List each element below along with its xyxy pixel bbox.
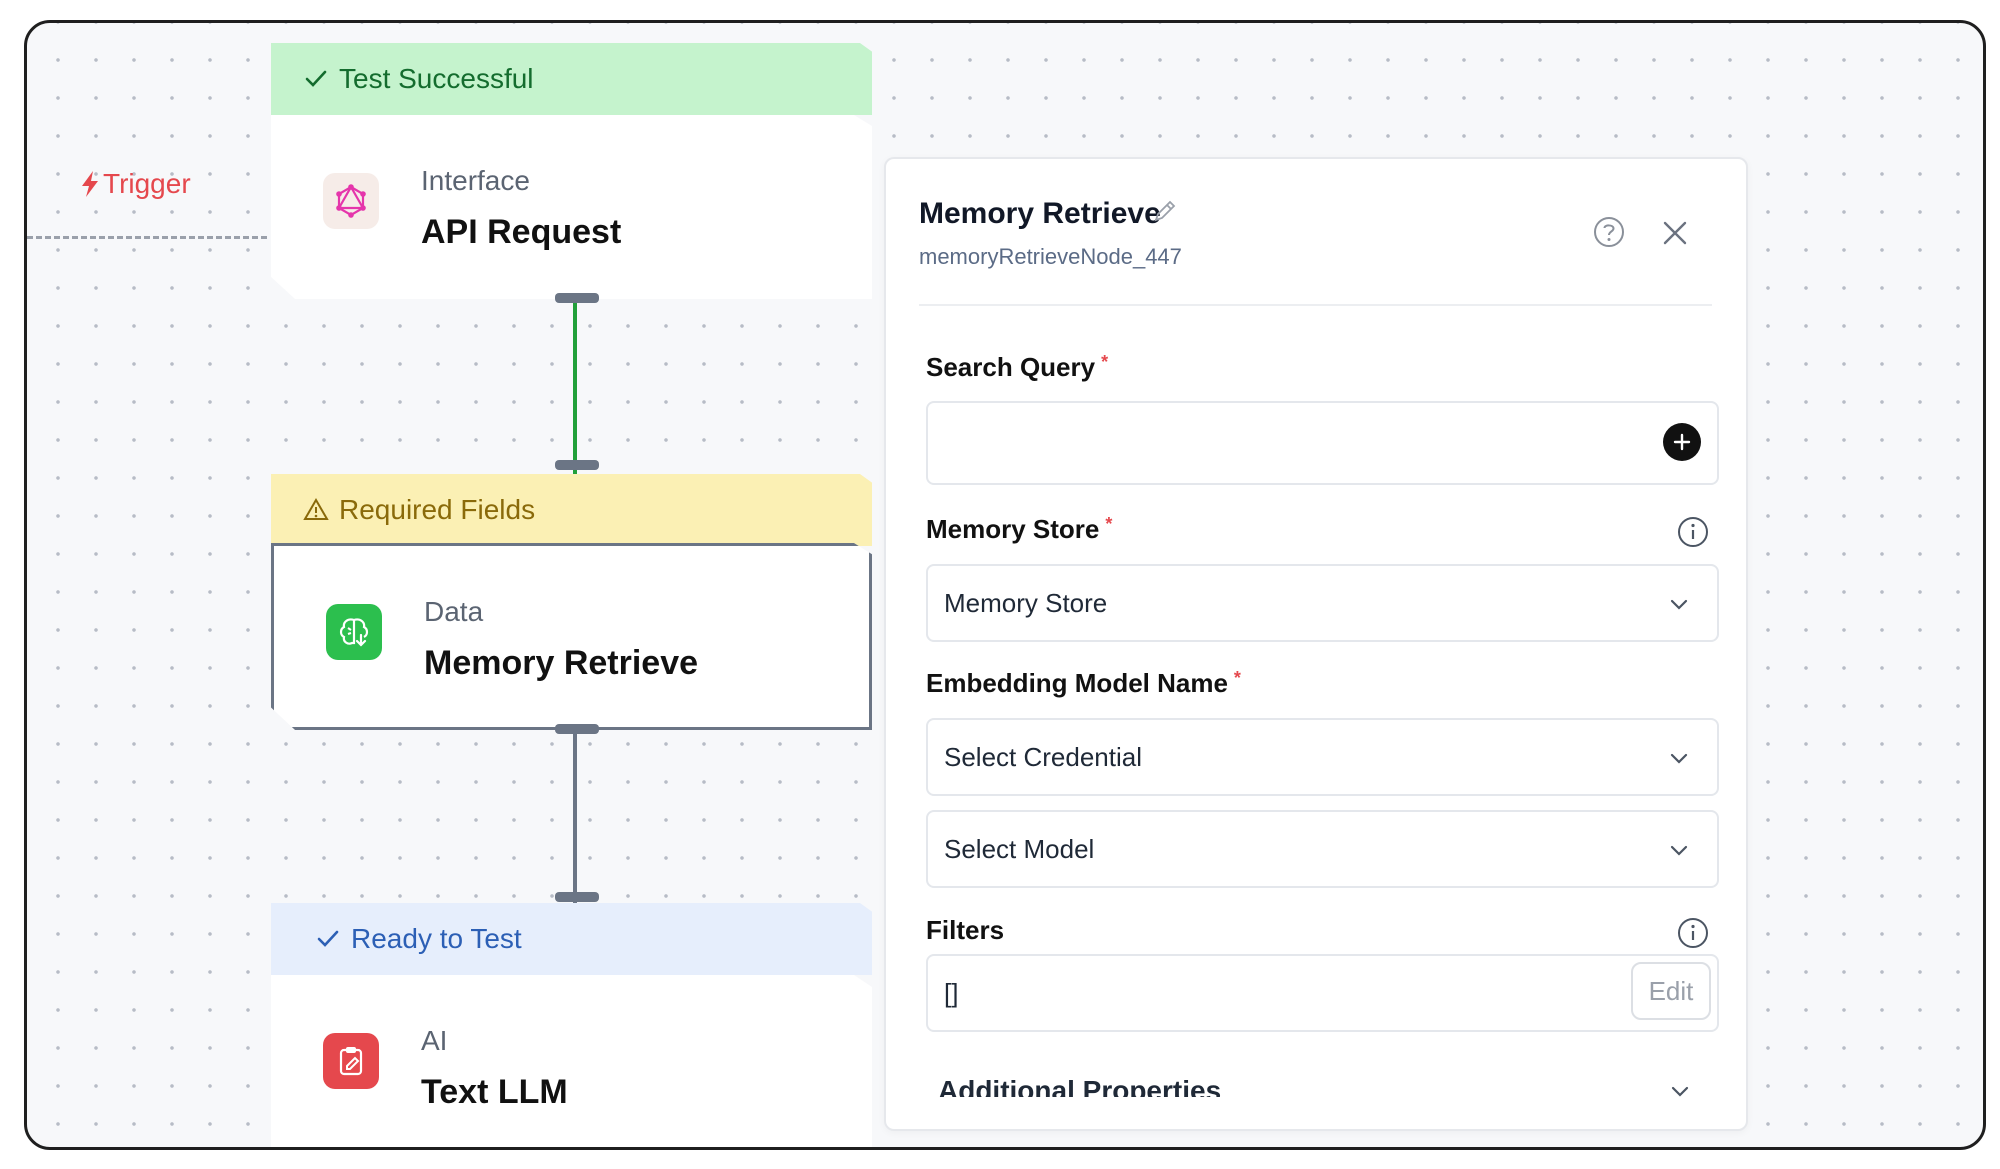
- plus-icon: [1673, 433, 1691, 451]
- node-category: AI: [421, 1025, 448, 1056]
- check-icon: [305, 70, 327, 87]
- chevron-down-icon: [1670, 753, 1688, 764]
- input-port[interactable]: [555, 892, 599, 902]
- node-memory-retrieve[interactable]: Data Memory Retrieve: [271, 543, 872, 730]
- chevron-down-icon: [1670, 845, 1688, 856]
- memory-store-select[interactable]: Memory Store: [926, 564, 1719, 642]
- node-status-warning: Required Fields: [271, 474, 872, 546]
- trigger-text: Trigger: [103, 168, 191, 199]
- edit-filters-button[interactable]: Edit: [1631, 962, 1711, 1020]
- panel-divider: [919, 304, 1712, 306]
- brain-icon: [326, 604, 382, 660]
- output-port[interactable]: [555, 724, 599, 734]
- node-status-ready: Ready to Test: [271, 903, 872, 975]
- node-text-llm[interactable]: AI Text LLM: [271, 975, 872, 1147]
- info-icon[interactable]: [1676, 916, 1710, 950]
- workflow-canvas[interactable]: Trigger Test Successful Interface API Re…: [24, 20, 1986, 1150]
- info-icon[interactable]: [1676, 515, 1710, 549]
- node-title: Text LLM: [421, 1073, 568, 1111]
- warning-icon: [303, 498, 329, 520]
- close-icon[interactable]: [1661, 219, 1689, 247]
- lightning-icon: [82, 171, 98, 197]
- node-status-text: Required Fields: [339, 494, 536, 525]
- input-port[interactable]: [555, 460, 599, 470]
- node-category: Interface: [421, 165, 530, 196]
- embedding-model-label: Embedding Model Name*: [926, 668, 1241, 698]
- node-title: API Request: [421, 213, 622, 251]
- filters-input[interactable]: [] Edit: [926, 954, 1719, 1032]
- chevron-down-icon: [1670, 599, 1688, 610]
- trigger-label[interactable]: Trigger: [79, 168, 191, 200]
- node-title: Memory Retrieve: [424, 644, 699, 682]
- add-variable-button[interactable]: [1663, 423, 1701, 461]
- node-status-text: Ready to Test: [351, 923, 522, 954]
- additional-properties-label: Additional Properties: [938, 1075, 1222, 1097]
- filters-label: Filters: [926, 915, 1005, 945]
- help-icon[interactable]: [1592, 215, 1626, 249]
- connector-line: [573, 734, 577, 912]
- credential-select[interactable]: Select Credential: [926, 718, 1719, 796]
- trigger-connector: [27, 236, 267, 239]
- search-query-label: Search Query*: [926, 352, 1109, 382]
- clipboard-edit-icon: [323, 1033, 379, 1089]
- additional-properties-section[interactable]: Additional Properties: [938, 1075, 1718, 1097]
- node-category: Data: [424, 596, 484, 627]
- search-query-input[interactable]: [926, 401, 1719, 485]
- output-port[interactable]: [555, 293, 599, 303]
- panel-title: Memory Retrieve: [919, 197, 1161, 230]
- model-select[interactable]: Select Model: [926, 810, 1719, 888]
- connector-line-active: [573, 303, 577, 479]
- node-api-request[interactable]: Interface API Request: [271, 115, 872, 299]
- panel-node-id: memoryRetrieveNode_447: [919, 244, 1182, 269]
- node-config-panel: Memory Retrieve memoryRetrieveNode_447 S…: [884, 157, 1748, 1131]
- node-status-text: Test Successful: [339, 63, 534, 94]
- node-status-success: Test Successful: [271, 43, 872, 115]
- graphql-icon: [323, 173, 379, 229]
- chevron-down-icon: [1671, 1086, 1689, 1097]
- pencil-icon[interactable]: [1151, 197, 1179, 225]
- check-icon: [317, 930, 339, 947]
- memory-store-label: Memory Store*: [926, 514, 1113, 544]
